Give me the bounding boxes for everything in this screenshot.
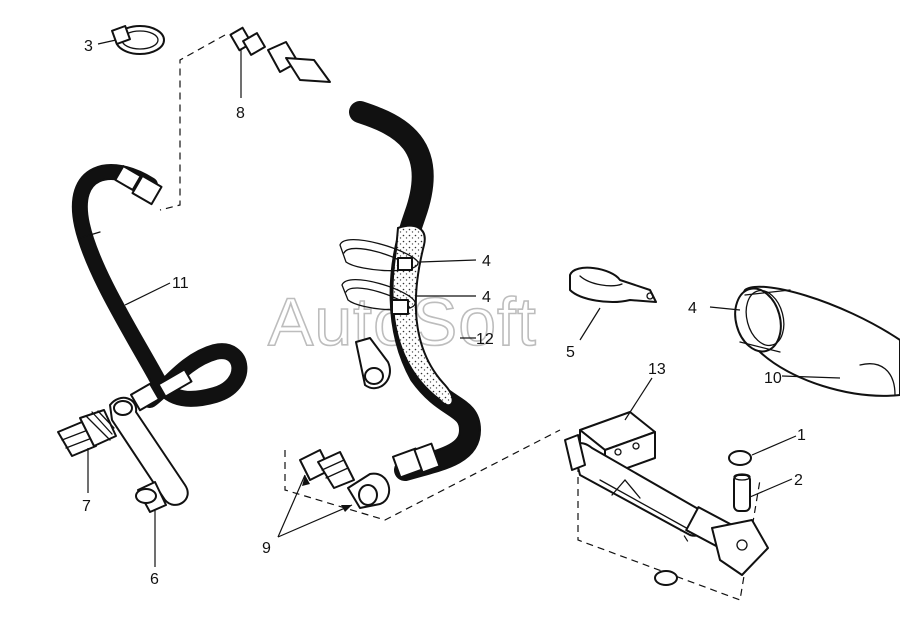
callout-5: 5 (566, 344, 575, 361)
callout-3: 3 (84, 38, 93, 55)
callout-13: 13 (648, 361, 666, 378)
fitting-part-8 (229, 26, 331, 83)
callout-4-lower: 4 (482, 289, 491, 306)
cylinder-part-13 (564, 411, 769, 576)
callout-9: 9 (262, 540, 271, 557)
callout-2: 2 (794, 472, 803, 489)
hose-clamps-part-4 (339, 239, 419, 390)
hose-part-10 (734, 285, 900, 397)
leader-lines (87, 39, 841, 567)
clip-bracket-part-5 (569, 266, 657, 303)
hose-part-11 (71, 164, 248, 412)
banjo-bolt-part-9 (299, 449, 390, 509)
callout-labels: 3 8 4 4 12 5 4 10 11 13 1 2 7 6 9 (82, 38, 806, 588)
callout-4-right: 4 (688, 300, 697, 317)
callout-7: 7 (82, 498, 91, 515)
callout-12: 12 (476, 331, 494, 348)
callout-6: 6 (150, 571, 159, 588)
callout-4-upper: 4 (482, 253, 491, 270)
threaded-fitting-part-7 (57, 409, 117, 457)
callout-10: 10 (764, 370, 782, 387)
assembly-dashed-lines (159, 34, 761, 601)
hose-clamp-part-3 (111, 25, 165, 55)
banjo-fitting-part-6 (109, 396, 189, 513)
callout-11: 11 (172, 275, 189, 292)
callout-1: 1 (797, 427, 806, 444)
circlip-part-1 (654, 450, 752, 586)
pin-part-2 (733, 473, 751, 512)
callout-8: 8 (236, 105, 245, 122)
